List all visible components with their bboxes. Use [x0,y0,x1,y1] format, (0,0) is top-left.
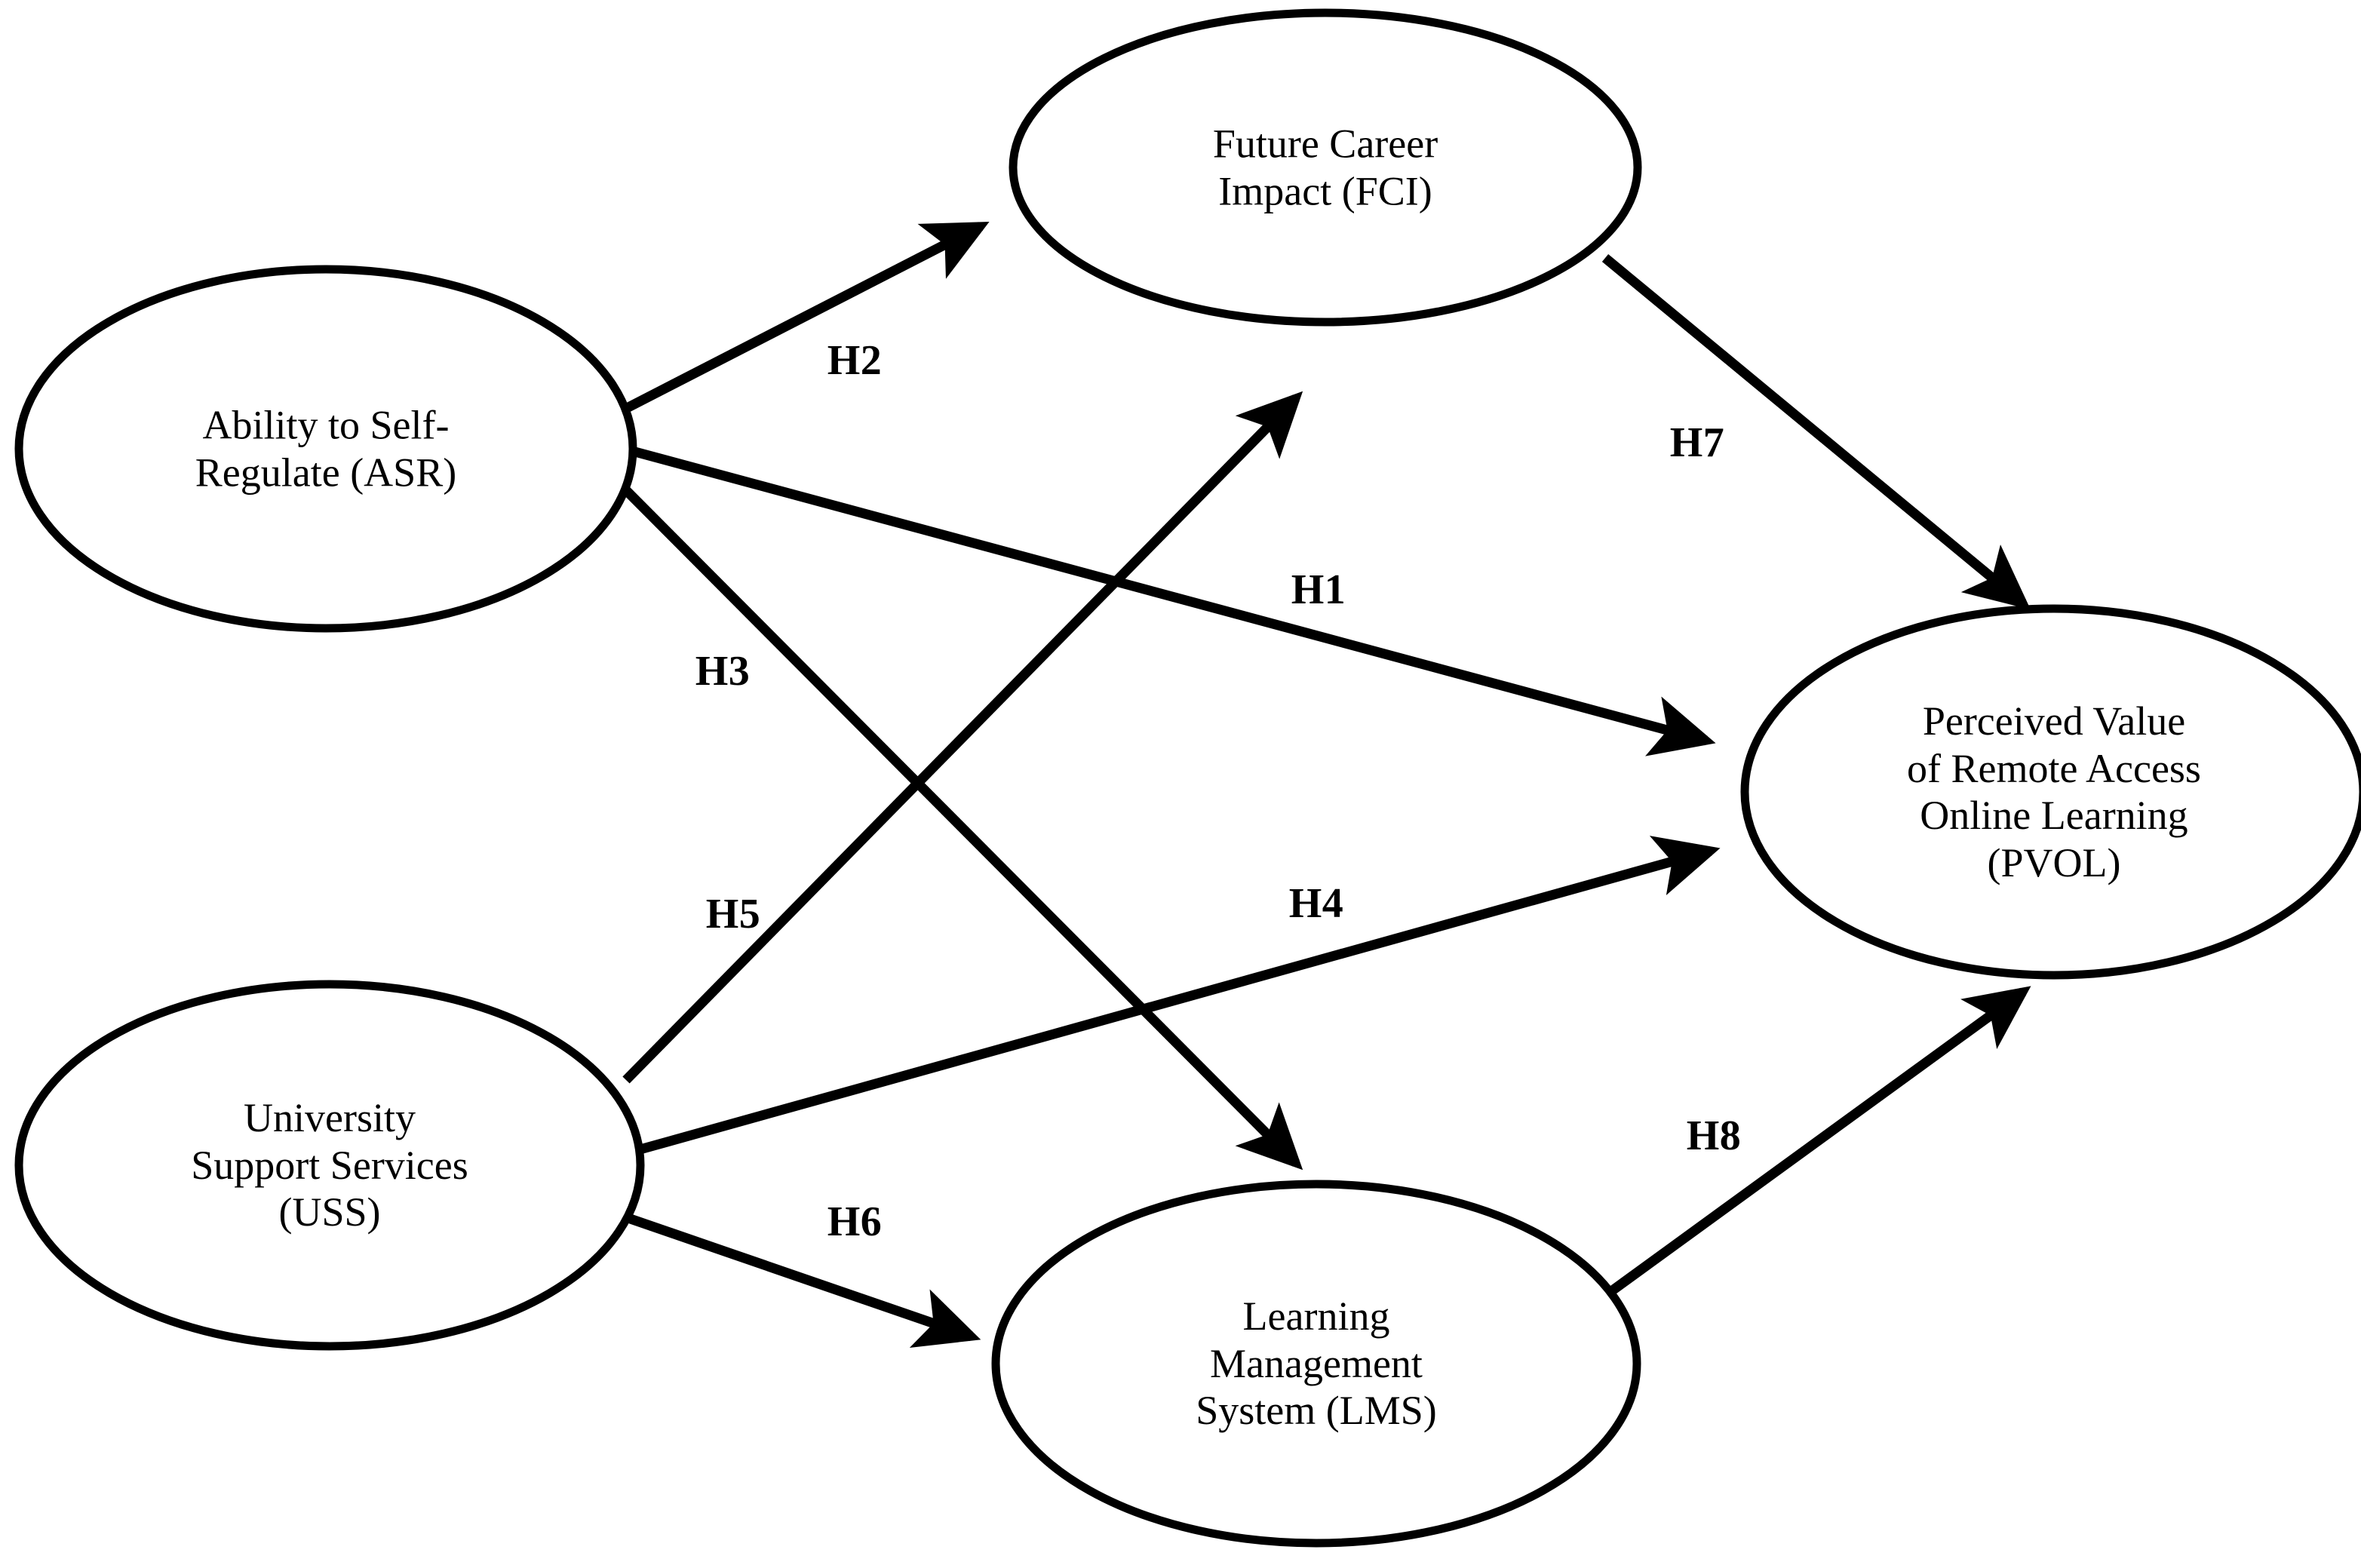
edge-label-h6: H6 [827,1198,883,1245]
edge-h6[interactable] [619,1211,981,1348]
edge-label-h4: H4 [1288,880,1344,927]
node-ellipse-lms[interactable] [991,1180,1641,1548]
edge-h7[interactable] [1601,253,2031,610]
edge-label-h1: H1 [1291,566,1346,613]
edge-h4[interactable] [636,836,1721,1155]
edge-h5[interactable] [622,391,1303,1084]
node-ellipse-uss[interactable] [14,980,645,1351]
edge-label-h5: H5 [705,891,761,937]
nodes-group [14,8,2361,1548]
edge-label-h8: H8 [1686,1112,1742,1159]
edge-h8[interactable] [1602,986,2031,1300]
edge-h3[interactable] [615,479,1303,1171]
node-ellipse-pvol[interactable] [1740,604,2361,980]
node-ellipse-asr[interactable] [14,265,637,633]
edges-group [615,222,2031,1348]
edge-label-h3: H3 [695,648,751,695]
edge-label-h2: H2 [827,337,883,384]
edge-h2[interactable] [626,222,990,412]
node-ellipse-fci[interactable] [1009,8,1642,327]
edge-h1[interactable] [631,446,1716,756]
edge-label-h7: H7 [1669,419,1725,466]
